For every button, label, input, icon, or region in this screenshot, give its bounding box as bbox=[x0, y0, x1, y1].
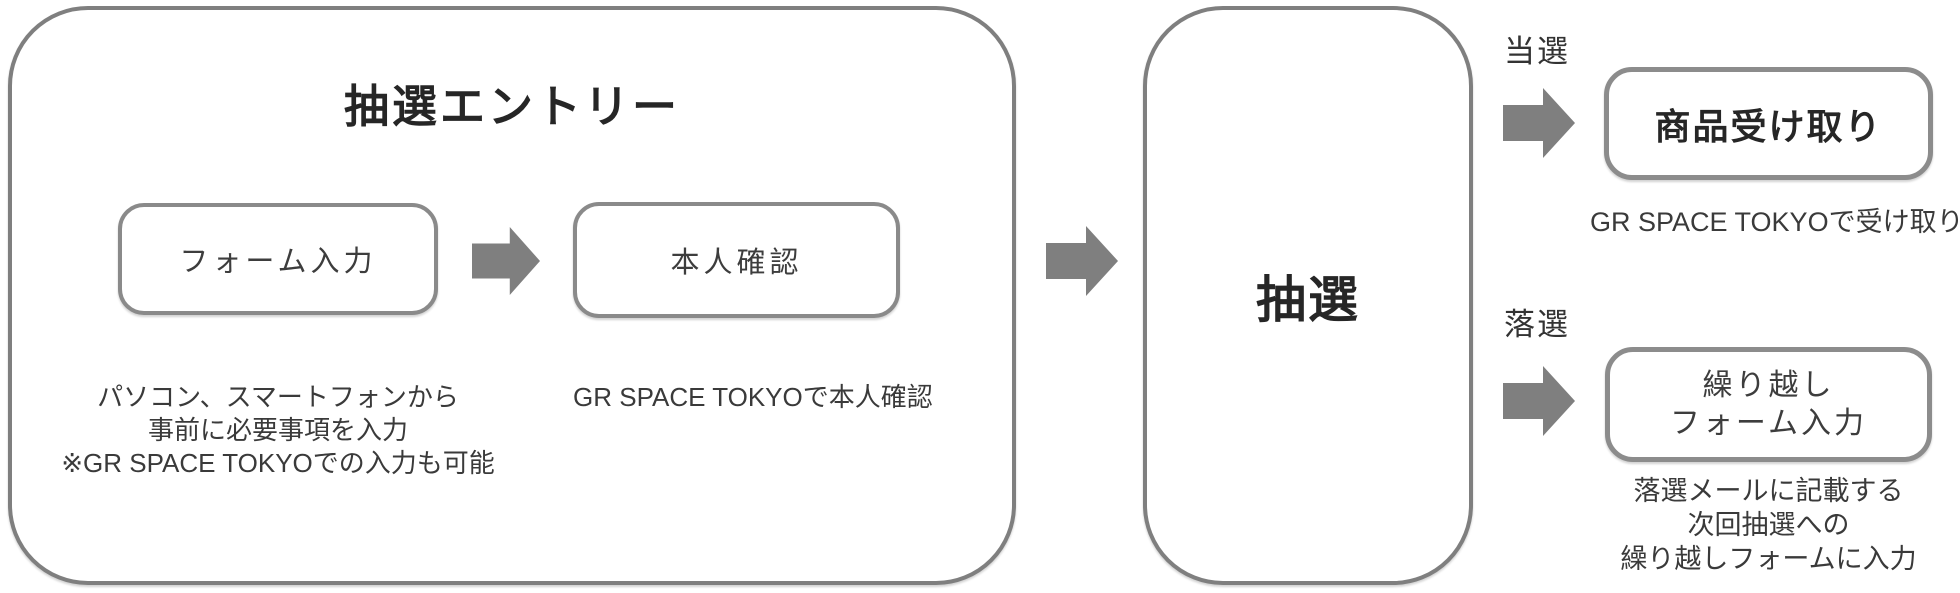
identity-check-caption: GR SPACE TOKYOで本人確認 bbox=[573, 381, 933, 414]
carryover-form-box: 繰り越し フォーム入力 bbox=[1605, 347, 1932, 462]
form-input-label: フォーム入力 bbox=[179, 246, 377, 278]
carryover-form-caption: 落選メールに記載する 次回抽選への 繰り越しフォームに入力 bbox=[1605, 474, 1932, 576]
arrow-right-icon bbox=[1503, 88, 1575, 158]
form-input-caption: パソコン、スマートフォンから 事前に必要事項を入力 ※GR SPACE TOKY… bbox=[58, 381, 498, 480]
arrow-right-icon bbox=[1046, 226, 1118, 296]
arrow-right-icon bbox=[1503, 366, 1575, 436]
product-pickup-label: 商品受け取り bbox=[1654, 105, 1883, 147]
identity-check-box: 本人確認 bbox=[573, 202, 900, 318]
caption-line: パソコン、スマートフォンから bbox=[97, 382, 459, 412]
identity-check-label: 本人確認 bbox=[670, 247, 803, 279]
caption-line: 繰り越しフォームに入力 bbox=[1620, 544, 1917, 574]
lottery-box: 抽選 bbox=[1143, 6, 1473, 585]
caption-line: ※GR SPACE TOKYOでの入力も可能 bbox=[61, 448, 495, 478]
entry-section-title: 抽選エントリー bbox=[343, 81, 680, 132]
form-input-box: フォーム入力 bbox=[118, 203, 438, 315]
product-pickup-caption: GR SPACE TOKYOで受け取り bbox=[1590, 206, 1960, 239]
carryover-form-label-line: フォーム入力 bbox=[1669, 406, 1868, 440]
caption-line: GR SPACE TOKYOで本人確認 bbox=[573, 382, 933, 412]
lottery-title: 抽選 bbox=[1256, 271, 1360, 328]
caption-line: 事前に必要事項を入力 bbox=[147, 415, 408, 445]
carryover-form-label-line: 繰り越し bbox=[1702, 368, 1835, 402]
product-pickup-box: 商品受け取り bbox=[1604, 67, 1933, 180]
arrow-right-icon bbox=[472, 227, 540, 295]
caption-line: 次回抽選への bbox=[1687, 510, 1850, 540]
caption-line: 落選メールに記載する bbox=[1633, 476, 1904, 506]
won-label: 当選 bbox=[1504, 34, 1570, 69]
caption-line: GR SPACE TOKYOで受け取り bbox=[1590, 207, 1960, 237]
lost-label: 落選 bbox=[1504, 307, 1570, 342]
